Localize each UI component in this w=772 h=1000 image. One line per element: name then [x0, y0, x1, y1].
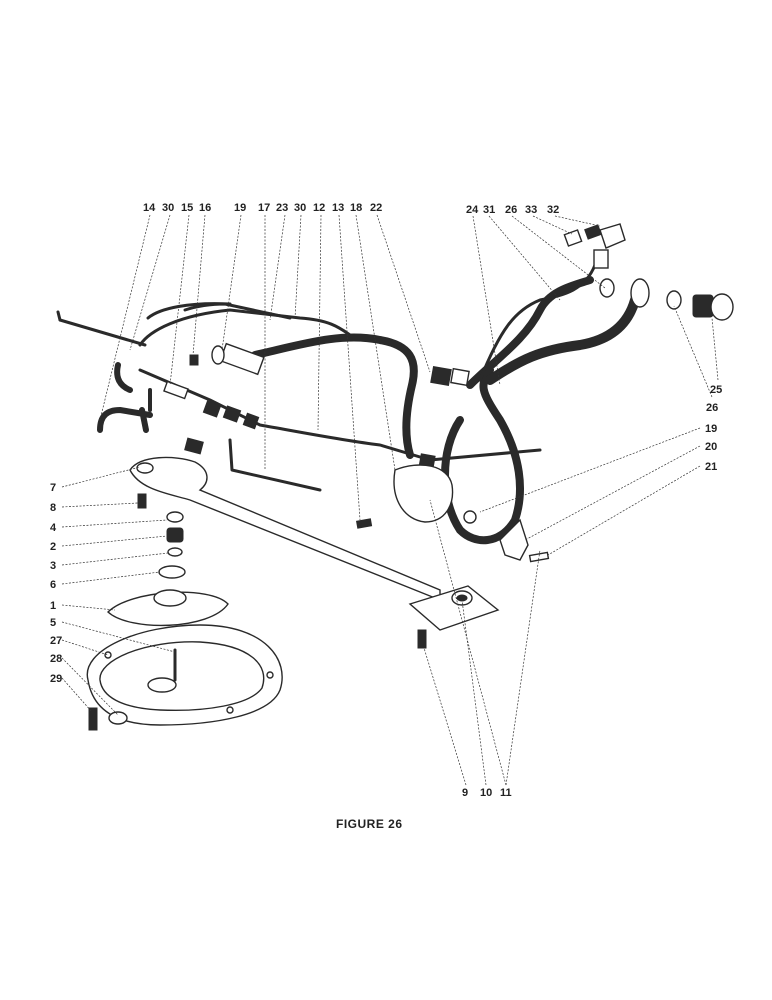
part-label: 26	[706, 402, 718, 414]
part-label: 11	[500, 787, 512, 799]
part-label: 13	[332, 202, 344, 214]
part-label: 22	[370, 202, 382, 214]
leader-lines	[61, 214, 719, 786]
part-label: 16	[199, 202, 211, 214]
part-label: 18	[350, 202, 362, 214]
part-label: 4	[50, 522, 57, 534]
part-label: 21	[705, 461, 717, 473]
right-fittings	[563, 223, 734, 321]
label-group-top-left: 14 30 15 16 19 17 23 30 12 13 18 22	[143, 202, 382, 214]
pipe-assembly	[56, 263, 640, 545]
part-label: 14	[143, 202, 156, 214]
part-label: 30	[162, 202, 174, 214]
part-label: 15	[181, 202, 193, 214]
part-label: 2	[50, 541, 56, 553]
part-label: 17	[258, 202, 270, 214]
part-label: 23	[276, 202, 288, 214]
label-group-top-right: 24 31 26 33 32	[466, 204, 559, 216]
label-group-left: 7 8 4 2 3 6 1 5 27 28 29	[50, 482, 62, 685]
label-group-bottom: 9 10 11	[462, 787, 512, 799]
part-label: 33	[525, 204, 537, 216]
part-label: 19	[705, 423, 717, 435]
part-label: 6	[50, 579, 56, 591]
label-group-right: 25 26 19 20 21	[705, 384, 722, 473]
part-label: 30	[294, 202, 306, 214]
part-label: 3	[50, 560, 56, 572]
part-label: 10	[480, 787, 492, 799]
part-label: 31	[483, 204, 495, 216]
lower-assembly	[86, 456, 550, 731]
part-label: 26	[505, 204, 517, 216]
part-label: 12	[313, 202, 325, 214]
part-label: 1	[50, 600, 56, 612]
part-label: 32	[547, 204, 559, 216]
part-label: 28	[50, 653, 62, 665]
part-label: 25	[710, 384, 722, 396]
part-label: 20	[705, 441, 717, 453]
part-label: 24	[466, 204, 479, 216]
part-label: 9	[462, 787, 468, 799]
part-label: 8	[50, 502, 56, 514]
part-label: 5	[50, 617, 56, 629]
figure-caption: FIGURE 26	[336, 817, 403, 831]
part-label: 19	[234, 202, 246, 214]
part-label: 27	[50, 635, 62, 647]
part-label: 7	[50, 482, 56, 494]
part-label: 29	[50, 673, 62, 685]
